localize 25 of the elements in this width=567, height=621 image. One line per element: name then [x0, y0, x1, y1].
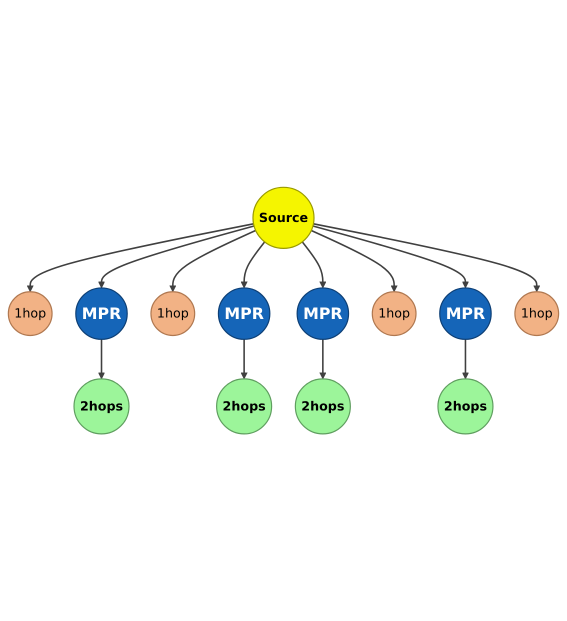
arrow [310, 230, 398, 292]
arrow [98, 225, 254, 288]
node-circle: MPR [296, 287, 350, 340]
node-circle: 2hops [216, 378, 272, 434]
arrow [312, 225, 469, 288]
arrow [240, 241, 266, 288]
arrow [98, 339, 105, 380]
arrow [26, 222, 254, 292]
node-circle: MPR [439, 287, 492, 340]
node-circle: 1hop [8, 291, 53, 336]
node-circle: 1hop [150, 291, 196, 336]
arrow [462, 339, 469, 380]
node-circle: MPR [218, 287, 270, 340]
arrow [169, 230, 256, 292]
node-circle: 1hop [372, 291, 417, 336]
arrow [319, 339, 326, 380]
node-circle: 1hop [514, 291, 560, 336]
arrow [240, 339, 248, 380]
node-circle: 2hops [73, 378, 130, 434]
node-circle: 2hops [437, 378, 494, 434]
arrow [313, 222, 540, 292]
node-circle: 2hops [294, 378, 351, 434]
arrow [302, 241, 326, 288]
node-circle: Source [252, 186, 315, 249]
node-circle: MPR [75, 287, 128, 340]
